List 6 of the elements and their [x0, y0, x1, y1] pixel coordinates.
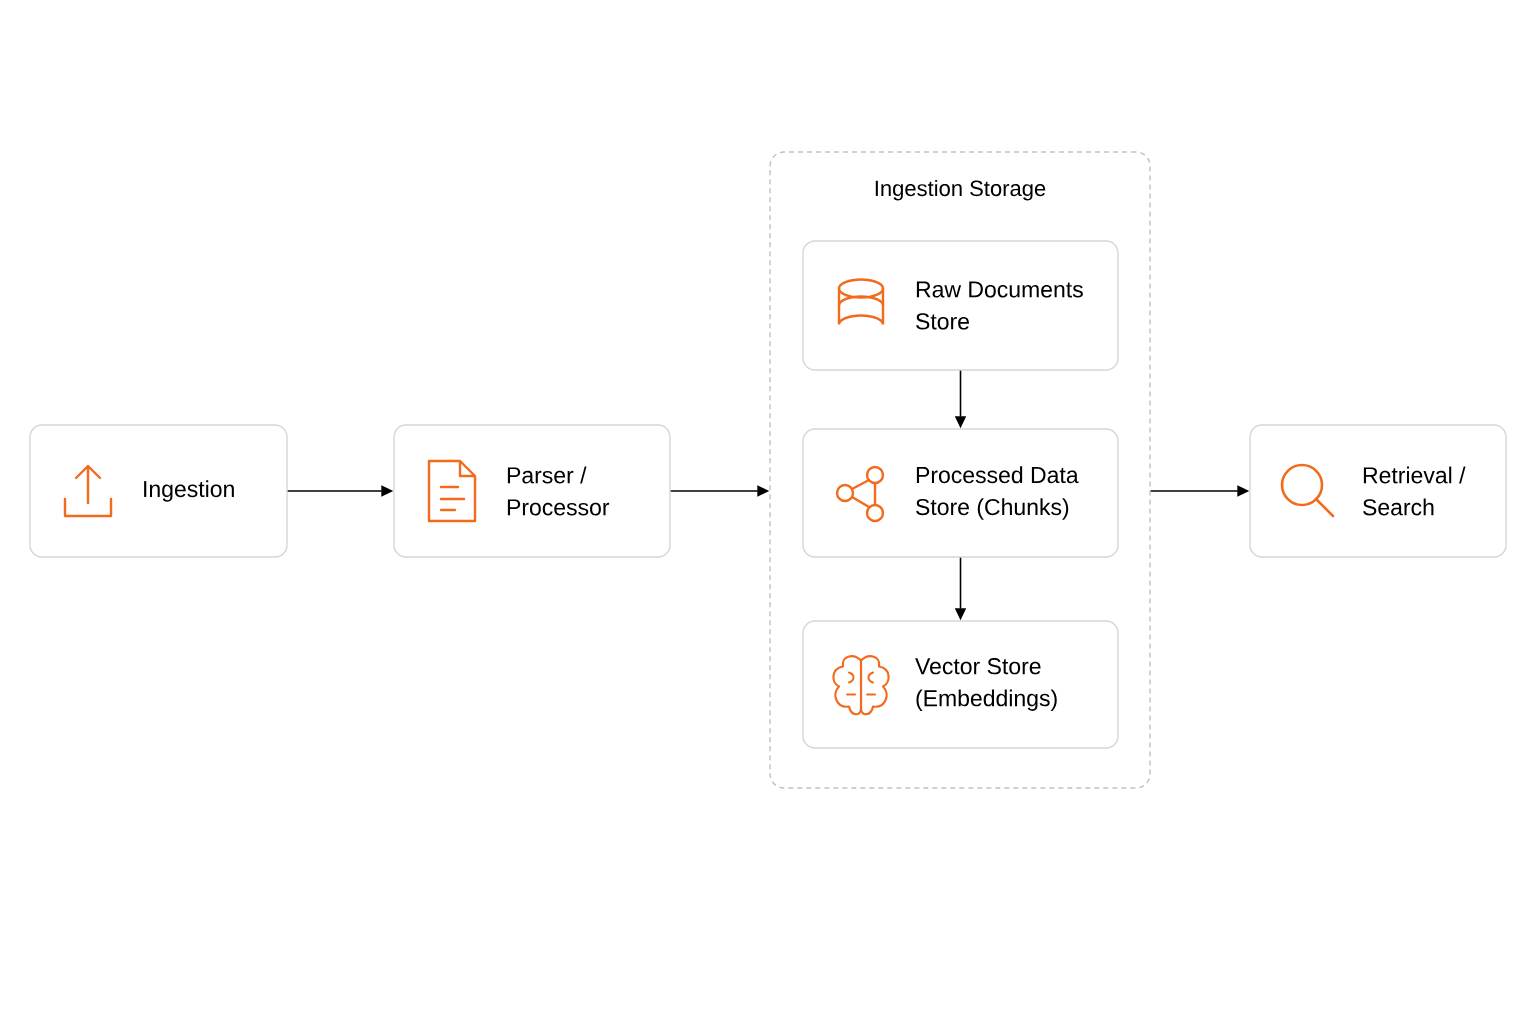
process-box: Ingestion [29, 424, 288, 558]
process-box: Parser / Processor [393, 424, 671, 558]
process-box: Retrieval / Search [1249, 424, 1507, 558]
process-box: Vector Store (Embeddings) [802, 620, 1119, 749]
process-box: Raw Documents Store [802, 240, 1119, 371]
process-box: Processed Data Store (Chunks) [802, 428, 1119, 558]
